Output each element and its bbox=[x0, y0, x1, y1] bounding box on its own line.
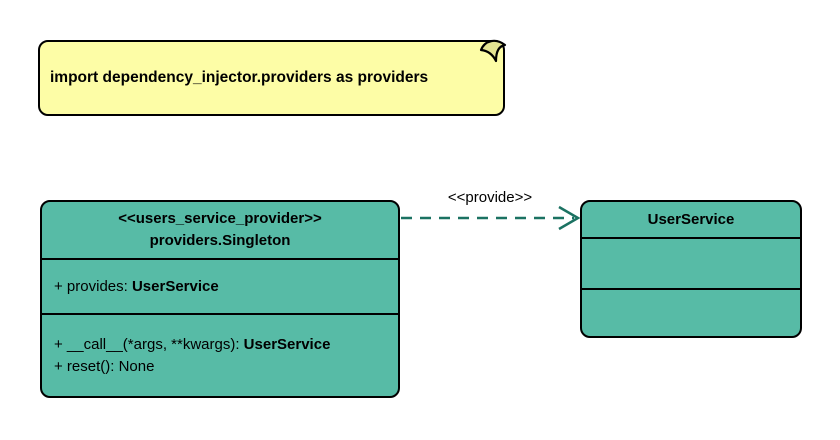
attribute-provides: + provides: UserService bbox=[54, 278, 219, 295]
attribute-provides-type: UserService bbox=[131, 278, 219, 295]
class-providers-singleton: <<users_service_provider>> providers.Sin… bbox=[40, 200, 400, 398]
method-reset: + reset(): None bbox=[54, 357, 155, 375]
method-call-prefix: + __call__(*args, **kwargs): bbox=[54, 335, 244, 353]
attribute-provides-prefix: + provides: bbox=[54, 278, 132, 295]
class-userservice-attributes-section bbox=[582, 237, 800, 288]
provide-arrow-label: <<provide>> bbox=[447, 189, 533, 206]
method-call-type: UserService bbox=[243, 335, 331, 353]
import-note: import dependency_injector.providers as … bbox=[38, 39, 507, 116]
class-userservice-methods-section bbox=[582, 288, 800, 336]
class-methods-section: + __call__(*args, **kwargs): UserService… bbox=[42, 313, 398, 396]
class-name: providers.Singleton bbox=[149, 232, 291, 249]
class-userservice-name: UserService bbox=[647, 210, 735, 228]
note-fold-corner-icon bbox=[479, 39, 507, 63]
import-note-text: import dependency_injector.providers as … bbox=[50, 69, 429, 86]
method-call: + __call__(*args, **kwargs): UserService bbox=[54, 334, 386, 356]
class-userservice: UserService bbox=[580, 200, 802, 338]
class-attributes-section: + provides: UserService bbox=[42, 258, 398, 313]
class-userservice-header: UserService bbox=[582, 202, 800, 237]
class-stereotype: <<users_service_provider>> bbox=[118, 210, 322, 227]
class-providers-singleton-header: <<users_service_provider>> providers.Sin… bbox=[42, 202, 398, 258]
